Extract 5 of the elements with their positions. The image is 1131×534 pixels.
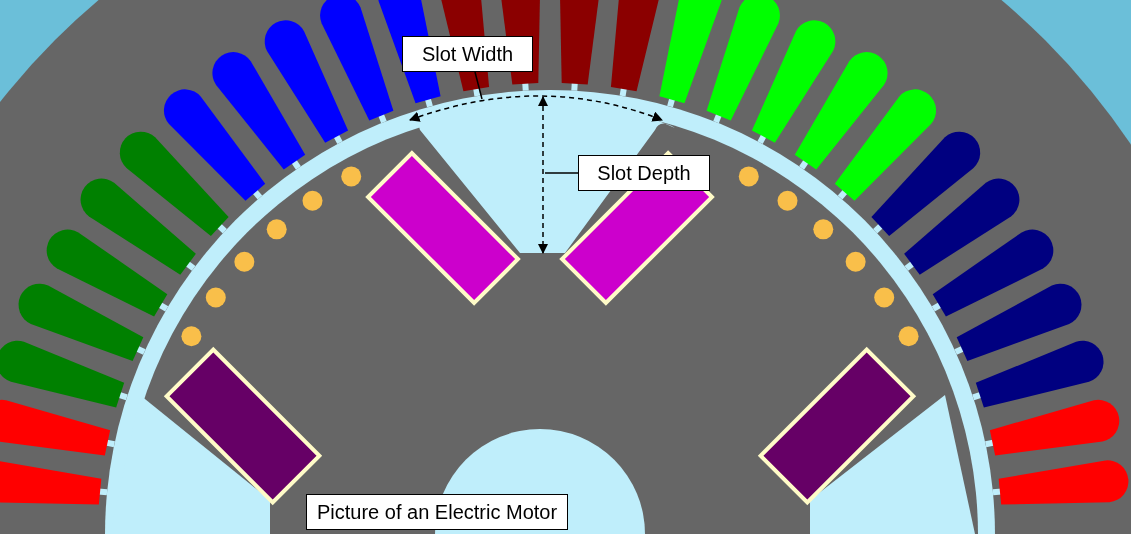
dimension-label: Slot Depth — [578, 155, 710, 191]
leader-line — [474, 71, 483, 100]
dimension-label: Slot Width — [402, 36, 533, 72]
leader-line — [544, 172, 579, 174]
caption: Picture of an Electric Motor — [306, 494, 569, 530]
